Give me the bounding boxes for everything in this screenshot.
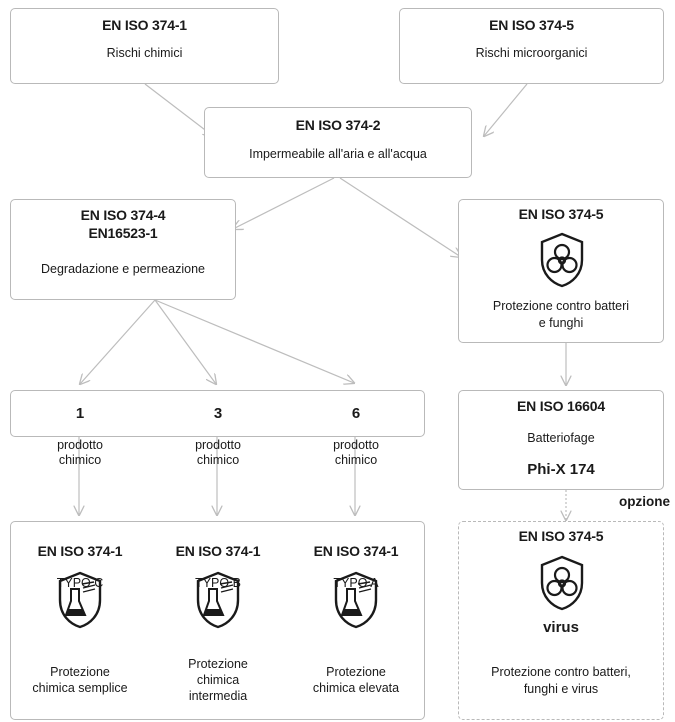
- type-b-description: Protezione chimica intermedia: [188, 657, 248, 703]
- box-title: EN ISO 374-2: [295, 117, 381, 133]
- chemical-flask-shield-icon: [58, 571, 102, 629]
- box-degradation-permeation: EN ISO 374-4 EN16523-1 Degradazione e pe…: [10, 199, 236, 300]
- product-label: prodotto chimico: [333, 438, 379, 467]
- product-number: 1: [75, 405, 85, 422]
- box-title: EN ISO 374-5: [518, 528, 604, 544]
- box-title: EN ISO 374-5: [518, 206, 604, 222]
- box-chemical-products: [10, 390, 425, 437]
- chemical-flask-shield-icon: [196, 571, 240, 629]
- box-virus-protection: EN ISO 374-5 virus Protezione contro bat…: [458, 521, 664, 720]
- box-chemical-risks: EN ISO 374-1 Rischi chimici: [10, 8, 279, 84]
- arrow-degr-to-p1: [80, 299, 156, 384]
- box-chemical-types: [10, 521, 425, 720]
- box-text: Impermeabile all'aria e all'acqua: [249, 147, 427, 161]
- type-c-description: Protezione chimica semplice: [32, 665, 128, 695]
- type-a-description: Protezione chimica elevata: [312, 665, 400, 695]
- box-title: EN ISO 16604: [517, 398, 605, 414]
- box-text: Rischi chimici: [106, 46, 183, 60]
- box-bacteriophage: EN ISO 16604 Batteriofage Phi-X 174: [458, 390, 664, 490]
- type-c-column: EN ISO 374-1 TYPO C: [10, 527, 150, 607]
- type-b-column: EN ISO 374-1 TYPO B: [148, 527, 288, 607]
- type-title: EN ISO 374-1: [37, 543, 123, 559]
- box-air-water-impermeable: EN ISO 374-2 Impermeabile all'aria e all…: [204, 107, 472, 178]
- box-title-2: EN16523-1: [88, 225, 158, 241]
- product-label: prodotto chimico: [57, 438, 103, 467]
- type-title: EN ISO 374-1: [313, 543, 399, 559]
- arrow-chem-to-air: [144, 83, 213, 136]
- arrow-air-to-degr: [233, 177, 335, 229]
- box-text: Batteriofage: [527, 431, 595, 445]
- chemical-flask-shield-icon: [334, 571, 378, 629]
- biohazard-shield-icon: [540, 232, 584, 288]
- option-label: opzione: [619, 494, 670, 509]
- box-title: EN ISO 374-5: [489, 17, 574, 33]
- product-label: prodotto chimico: [195, 438, 241, 467]
- box-microorganism-risks: EN ISO 374-5 Rischi microorganici: [399, 8, 664, 84]
- box-title-1: EN ISO 374-4: [80, 207, 166, 223]
- product-number: 6: [351, 405, 361, 422]
- arrow-degr-to-p6: [154, 299, 354, 383]
- arrow-air-to-prot: [339, 177, 461, 257]
- product-1: 1 prodotto chimico: [10, 390, 150, 484]
- box-text: Degradazione e permeazione: [41, 262, 205, 276]
- product-3: 3 prodotto chimico: [148, 390, 288, 484]
- arrow-micro-to-air: [484, 83, 528, 136]
- arrow-degr-to-p3: [154, 299, 216, 384]
- type-title: EN ISO 374-1: [175, 543, 261, 559]
- box-subtitle: Phi-X 174: [527, 461, 595, 478]
- box-text: Protezione contro batteri e funghi: [492, 299, 630, 330]
- box-text: Protezione contro batteri, funghi e viru…: [491, 665, 631, 696]
- product-6: 6 prodotto chimico: [286, 390, 426, 484]
- box-text: Rischi microorganici: [475, 46, 588, 60]
- box-title: EN ISO 374-1: [102, 17, 187, 33]
- box-bacteria-fungi-protection: EN ISO 374-5 Protezione contro batteri e…: [458, 199, 664, 343]
- type-a-column: EN ISO 374-1 TYPO A: [286, 527, 426, 607]
- product-number: 3: [213, 405, 223, 422]
- biohazard-shield-icon: [540, 555, 584, 611]
- virus-label: virus: [543, 619, 579, 636]
